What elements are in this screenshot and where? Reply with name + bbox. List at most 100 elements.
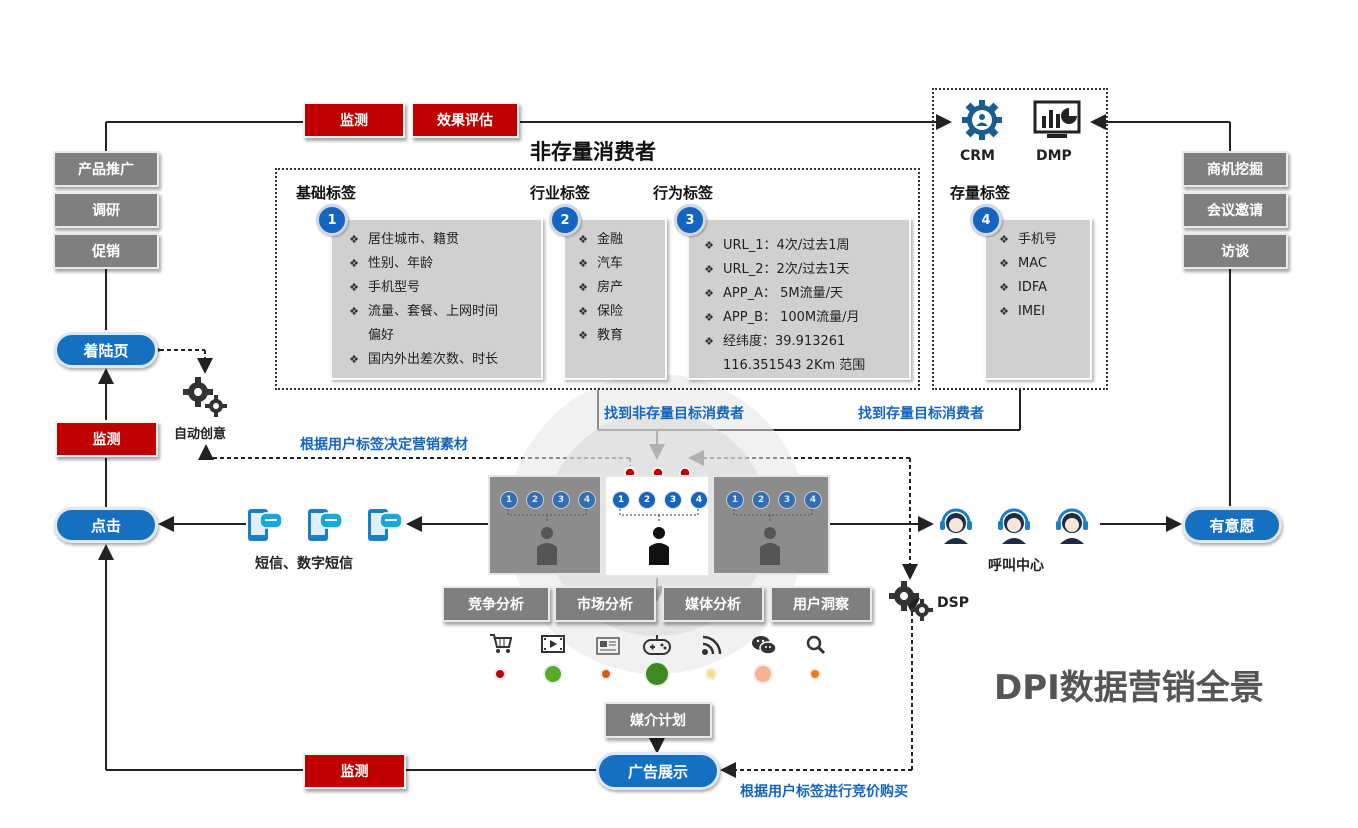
media-analysis-button[interactable]: 媒体分析: [662, 586, 764, 622]
list-item: ❖IMEI: [999, 304, 1046, 319]
click-button[interactable]: 点击: [54, 507, 158, 543]
persona-panel-center: 1 2 3 4: [604, 475, 710, 577]
list-item: ❖流量、套餐、上网时间: [349, 304, 499, 319]
crm-icon: [958, 98, 1006, 146]
dmp-icon: [1033, 100, 1081, 144]
find-non-stock-label: 找到非存量目标消费者: [604, 406, 744, 422]
behavior-tags-panel: ❖URL_1：4次/过去1周 ❖URL_2：2次/过去1天 ❖APP_A： 5M…: [687, 218, 911, 380]
stock-box: [932, 88, 1108, 390]
page-title: DPI数据营销全景: [994, 668, 1264, 708]
persona-tag-1: 1: [500, 491, 518, 509]
persona-tag-4: 4: [690, 491, 708, 509]
basic-tags-panel: ❖居住城市、籍贯 ❖性别、年龄 ❖手机型号 ❖流量、套餐、上网时间 偏好 ❖国内…: [330, 218, 543, 380]
media-dot: [753, 664, 773, 684]
call-center-label: 呼叫中心: [988, 558, 1044, 574]
right-stack-item-invite[interactable]: 会议邀请: [1182, 192, 1288, 228]
video-icon: [541, 634, 565, 658]
list-item: ❖经纬度：39.913261: [704, 334, 846, 349]
persona-tag-3: 3: [664, 491, 682, 509]
media-dot: [705, 668, 717, 680]
list-item: ❖居住城市、籍贯: [349, 232, 460, 247]
left-stack-item-sales[interactable]: 促销: [53, 233, 159, 269]
behavior-tags-title: 行为标签: [653, 184, 714, 202]
behavior-tags-number: 3: [674, 204, 706, 236]
search-icon: [805, 634, 827, 660]
dsp-gear-icon: [888, 578, 934, 626]
intent-button[interactable]: 有意愿: [1182, 507, 1282, 543]
auto-creative-gear-icon: [182, 374, 228, 422]
list-item: ❖性别、年龄: [349, 256, 434, 271]
persona-tag-1: 1: [612, 491, 630, 509]
list-item: ❖保险: [578, 304, 624, 319]
media-dot: [809, 668, 821, 680]
list-item: ❖URL_2：2次/过去1天: [704, 262, 850, 277]
right-stack-item-interview[interactable]: 访谈: [1182, 233, 1288, 269]
media-dot: [543, 664, 563, 684]
list-item: ❖手机型号: [349, 280, 421, 295]
stock-tags-panel: ❖手机号 ❖MAC ❖IDFA ❖IMEI: [984, 218, 1092, 380]
list-item: ❖金融: [578, 232, 624, 247]
persona-tag-3: 3: [778, 491, 796, 509]
persona-panel-right: 1 2 3 4: [712, 475, 830, 575]
persona-tag-2: 2: [638, 491, 656, 509]
right-stack-item-mining[interactable]: 商机挖掘: [1182, 151, 1288, 187]
monitor-top-button[interactable]: 监测: [303, 102, 405, 138]
dmp-label: DMP: [1036, 148, 1072, 164]
list-item: ❖MAC: [999, 256, 1047, 271]
media-dot: [644, 661, 670, 687]
list-item: ❖教育: [578, 328, 624, 343]
crm-label: CRM: [960, 148, 995, 164]
industry-tags-title: 行业标签: [530, 184, 591, 202]
dsp-label: DSP: [937, 595, 969, 611]
stock-tags-title: 存量标签: [950, 184, 1011, 202]
persona-tag-4: 4: [804, 491, 822, 509]
game-icon: [642, 633, 672, 661]
left-stack-item-research[interactable]: 调研: [53, 192, 159, 228]
basic-tags-number: 1: [316, 204, 348, 236]
media-dot: [600, 668, 612, 680]
sms-phones: [246, 505, 406, 549]
list-item: ❖国内外出差次数、时长: [349, 352, 499, 367]
persona-tag-3: 3: [552, 491, 570, 509]
list-item: ❖房产: [578, 280, 624, 295]
landing-page-button[interactable]: 着陆页: [54, 332, 158, 368]
non-stock-box: [275, 168, 920, 390]
evaluate-button[interactable]: 效果评估: [411, 102, 519, 138]
rss-icon: [701, 634, 723, 660]
persona-tag-4: 4: [578, 491, 596, 509]
market-analysis-button[interactable]: 市场分析: [554, 586, 656, 622]
persona-tag-2: 2: [752, 491, 770, 509]
monitor-left-button[interactable]: 监测: [55, 421, 158, 457]
persona-panel-left: 1 2 3 4: [488, 475, 602, 575]
cart-icon: [489, 633, 513, 659]
ad-display-button[interactable]: 广告展示: [596, 752, 720, 790]
list-item: ❖汽车: [578, 256, 624, 271]
industry-tags-number: 2: [549, 204, 581, 236]
call-center-agents: [936, 506, 1096, 550]
persona-tag-1: 1: [726, 491, 744, 509]
industry-tags-panel: ❖金融 ❖汽车 ❖房产 ❖保险 ❖教育: [563, 218, 667, 380]
list-item: ❖IDFA: [999, 280, 1048, 295]
basic-tags-title: 基础标签: [296, 184, 357, 202]
bid-label: 根据用户标签进行竞价购买: [740, 784, 908, 800]
stock-tags-number: 4: [970, 204, 1002, 236]
user-insight-button[interactable]: 用户洞察: [770, 586, 872, 622]
find-stock-label: 找到存量目标消费者: [858, 406, 984, 422]
list-item: ❖手机号: [999, 232, 1058, 247]
wechat-icon: [751, 634, 777, 660]
media-dot: [494, 668, 506, 680]
list-item: ❖APP_B： 100M流量/月: [704, 310, 860, 325]
monitor-bottom-button[interactable]: 监测: [303, 753, 406, 789]
list-item: 偏好: [368, 328, 395, 343]
decide-material-label: 根据用户标签决定营销素材: [300, 437, 468, 453]
list-item: ❖URL_1：4次/过去1周: [704, 238, 850, 253]
competition-analysis-button[interactable]: 竞争分析: [442, 586, 550, 622]
sms-label: 短信、数字短信: [255, 556, 353, 572]
list-item: 116.351543 2Km 范围: [723, 358, 866, 373]
list-item: ❖APP_A： 5M流量/天: [704, 286, 843, 301]
auto-creative-label: 自动创意: [174, 427, 227, 442]
left-stack-item-promo[interactable]: 产品推广: [53, 151, 159, 187]
media-plan-button[interactable]: 媒介计划: [604, 702, 712, 738]
persona-tag-2: 2: [526, 491, 544, 509]
news-icon: [596, 636, 620, 660]
